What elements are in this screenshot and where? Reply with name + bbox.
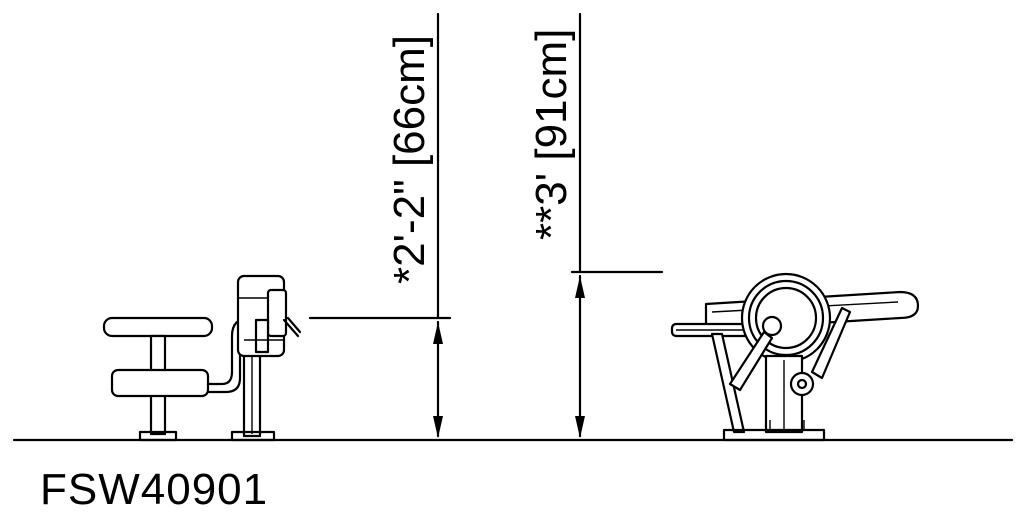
left-equipment-side-view	[102, 274, 302, 442]
left-arrow-top	[433, 322, 443, 344]
right-dimension-label: **3' [91cm]	[527, 29, 576, 240]
right-arrow-top	[575, 276, 585, 298]
right-arrow-bottom	[575, 416, 585, 438]
left-dimension-label: *2'-2" [66cm]	[385, 35, 434, 284]
right-equipment-side-view	[670, 272, 920, 442]
left-height-dimension: *2'-2" [66cm]	[308, 12, 452, 438]
model-number: FSW40901	[40, 465, 269, 514]
right-height-dimension: **3' [91cm]	[527, 12, 664, 438]
left-arrow-bottom	[433, 416, 443, 438]
